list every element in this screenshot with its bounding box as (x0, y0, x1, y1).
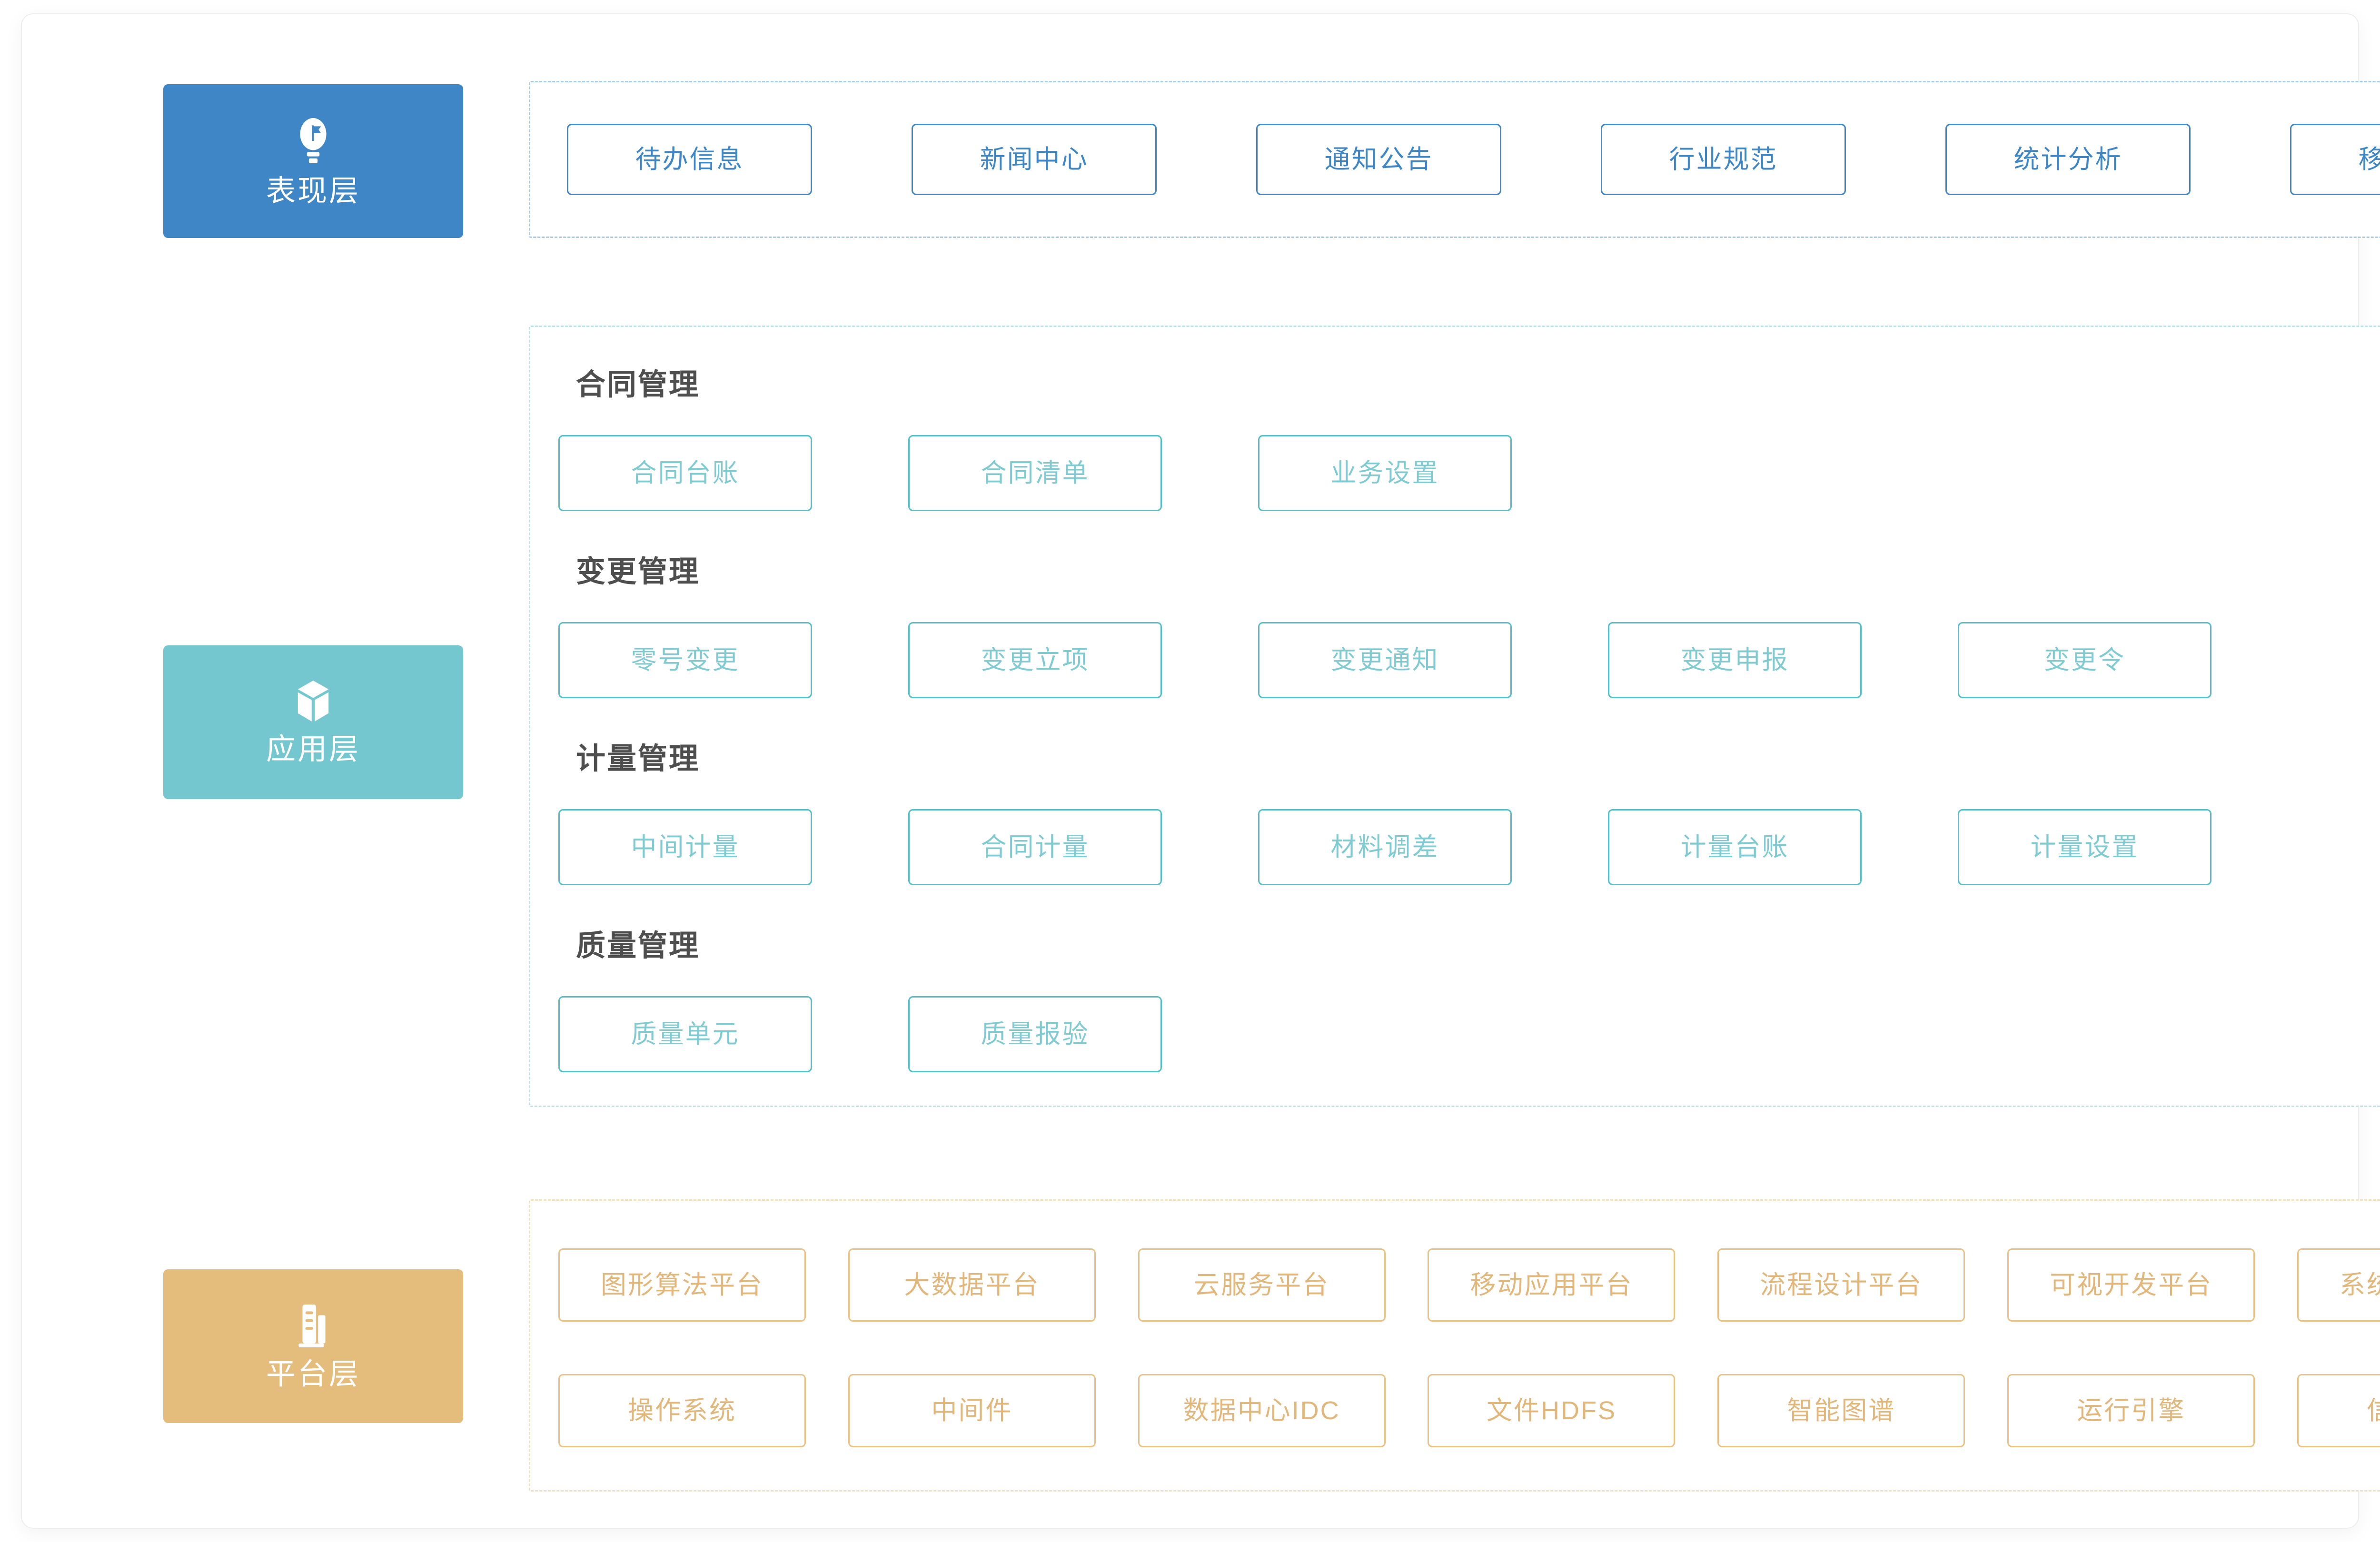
section-title: 变更管理 (576, 555, 700, 588)
platform-layer-box: 平台层 (163, 1269, 463, 1423)
module-chip[interactable]: 运行引擎 (2007, 1374, 2255, 1447)
module-chip[interactable]: 统计分析 (1945, 124, 2191, 195)
section-row: 零号变更 变更立项 变更通知 变更申报 变更令 (558, 622, 2380, 698)
application-layer-box: 应用层 (163, 645, 463, 799)
presentation-zone: 待办信息 新闻中心 通知公告 行业规范 统计分析 移动应用 (529, 81, 2380, 238)
module-chip[interactable]: 待办信息 (567, 124, 812, 195)
section-row: 合同台账 合同清单 业务设置 (558, 435, 2380, 511)
module-chip[interactable]: 质量单元 (558, 996, 812, 1072)
presentation-layer-box: 表现层 (163, 84, 463, 238)
buildings-icon (297, 1304, 330, 1347)
module-chip[interactable]: 合同清单 (908, 435, 1162, 511)
module-chip[interactable]: 材料调差 (1258, 809, 1512, 885)
module-chip[interactable]: 合同计量 (908, 809, 1162, 885)
platform-row: 图形算法平台 大数据平台 云服务平台 移动应用平台 流程设计平台 可视开发平台 … (558, 1248, 2380, 1322)
module-chip[interactable]: 合同台账 (558, 435, 812, 511)
module-chip[interactable]: 移动应用平台 (1428, 1248, 1676, 1322)
module-chip[interactable]: 中间计量 (558, 809, 812, 885)
module-chip[interactable]: 数据中心IDC (1138, 1374, 1386, 1447)
module-chip[interactable]: 智能图谱 (1717, 1374, 1965, 1447)
platform-zone: 图形算法平台 大数据平台 云服务平台 移动应用平台 流程设计平台 可视开发平台 … (529, 1199, 2380, 1492)
section-row: 中间计量 合同计量 材料调差 计量台账 计量设置 (558, 809, 2380, 885)
module-chip[interactable]: 计量设置 (1958, 809, 2211, 885)
section-row: 质量单元 质量报验 (558, 996, 2380, 1072)
module-chip[interactable]: 零号变更 (558, 622, 812, 698)
module-chip[interactable]: 变更令 (1958, 622, 2211, 698)
module-chip[interactable]: 变更立项 (908, 622, 1162, 698)
section-title: 质量管理 (576, 929, 700, 962)
section-title: 合同管理 (576, 368, 700, 401)
module-chip[interactable]: 变更申报 (1608, 622, 1862, 698)
module-chip[interactable]: 大数据平台 (848, 1248, 1096, 1322)
application-zone: 合同管理 合同台账 合同清单 业务设置 变更管理 零号变更 变更立项 变更通知 … (529, 326, 2380, 1107)
lightbulb-icon (298, 117, 329, 164)
diagram-frame: 表现层 应用层 平台层 待办信息 新闻中心 通知公告 (21, 13, 2380, 1529)
module-chip[interactable]: 通知公告 (1256, 124, 1501, 195)
module-chip[interactable]: 行业规范 (1601, 124, 1846, 195)
module-chip[interactable]: 可视开发平台 (2007, 1248, 2255, 1322)
module-chip[interactable]: 系统集成平台 (2297, 1248, 2380, 1322)
platform-row: 操作系统 中间件 数据中心IDC 文件HDFS 智能图谱 运行引擎 信息安全 (558, 1374, 2380, 1447)
presentation-layer-label: 表现层 (266, 174, 360, 208)
module-chip[interactable]: 计量台账 (1608, 809, 1862, 885)
section-title: 计量管理 (576, 742, 700, 775)
application-layer-label: 应用层 (266, 732, 360, 766)
module-chip[interactable]: 新闻中心 (912, 124, 1157, 195)
module-chip[interactable]: 操作系统 (558, 1374, 806, 1447)
platform-layer-label: 平台层 (266, 1357, 360, 1391)
module-chip[interactable]: 变更通知 (1258, 622, 1512, 698)
module-chip[interactable]: 信息安全 (2297, 1374, 2380, 1447)
module-chip[interactable]: 图形算法平台 (558, 1248, 806, 1322)
module-chip[interactable]: 流程设计平台 (1717, 1248, 1965, 1322)
module-chip[interactable]: 文件HDFS (1428, 1374, 1676, 1447)
module-chip[interactable]: 移动应用 (2290, 124, 2380, 195)
module-chip[interactable]: 中间件 (848, 1374, 1096, 1447)
module-chip[interactable]: 云服务平台 (1138, 1248, 1386, 1322)
cube-icon (297, 680, 330, 722)
module-chip[interactable]: 质量报验 (908, 996, 1162, 1072)
module-chip[interactable]: 业务设置 (1258, 435, 1512, 511)
